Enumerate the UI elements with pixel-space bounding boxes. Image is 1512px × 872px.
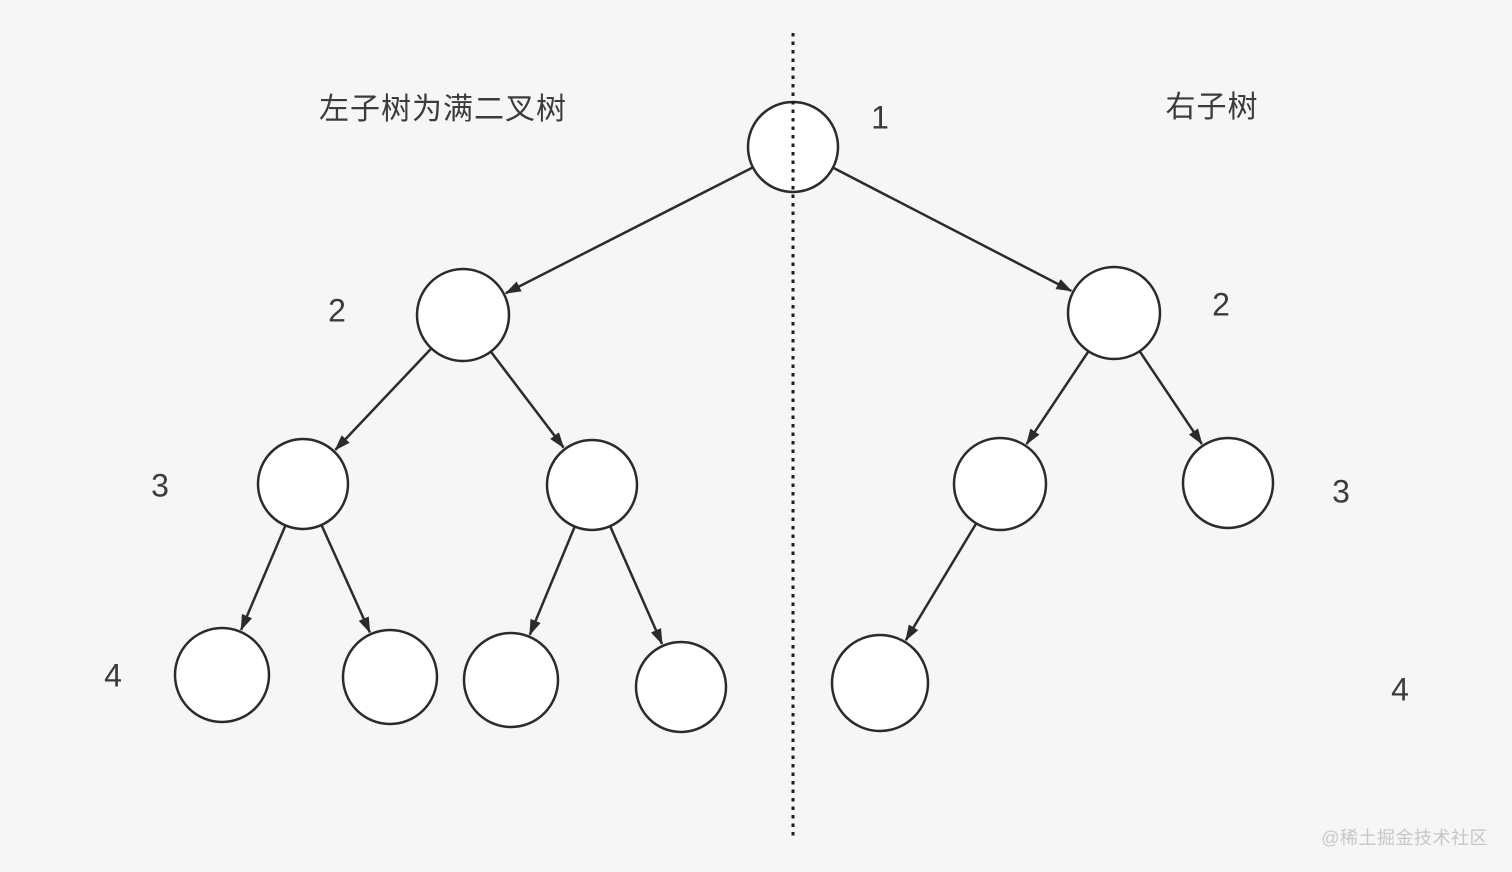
tree-node-level-3 bbox=[545, 438, 639, 532]
level-label: 3 bbox=[1332, 473, 1350, 509]
tree-edge bbox=[528, 526, 576, 636]
tree-node-level-3 bbox=[256, 437, 350, 531]
tree-edge bbox=[239, 524, 287, 631]
tree-node-level-4 bbox=[462, 631, 560, 729]
level-label: 3 bbox=[151, 467, 169, 503]
tree-node-level-4 bbox=[341, 628, 439, 726]
right-subtree-title: 右子树 bbox=[1165, 91, 1259, 124]
level-label: 1 bbox=[871, 99, 889, 135]
tree-edge bbox=[904, 522, 978, 642]
watermark: @稀土掘金技术社区 bbox=[1321, 828, 1488, 848]
tree-edge bbox=[320, 524, 372, 634]
tree-node-level-3 bbox=[952, 436, 1048, 532]
tree-node-level-4 bbox=[634, 640, 728, 734]
tree-node-level-4 bbox=[173, 626, 271, 724]
tree-node-level-2 bbox=[1066, 265, 1162, 361]
tree-edge bbox=[1025, 350, 1090, 445]
tree-node-level-3 bbox=[1181, 436, 1275, 530]
tree-node-level-2 bbox=[415, 267, 511, 363]
tree-edge bbox=[504, 166, 754, 295]
tree-edge bbox=[608, 525, 664, 645]
tree-edge bbox=[489, 350, 565, 449]
level-label: 2 bbox=[328, 292, 346, 328]
level-label: 4 bbox=[104, 657, 122, 693]
left-subtree-title: 左子树为满二叉树 bbox=[319, 93, 567, 126]
tree-node-level-4 bbox=[830, 633, 930, 733]
level-label: 4 bbox=[1391, 671, 1409, 707]
tree-edge bbox=[334, 347, 433, 451]
tree-edge bbox=[1138, 350, 1203, 445]
tree-edge bbox=[832, 166, 1073, 293]
level-label: 2 bbox=[1212, 286, 1230, 322]
